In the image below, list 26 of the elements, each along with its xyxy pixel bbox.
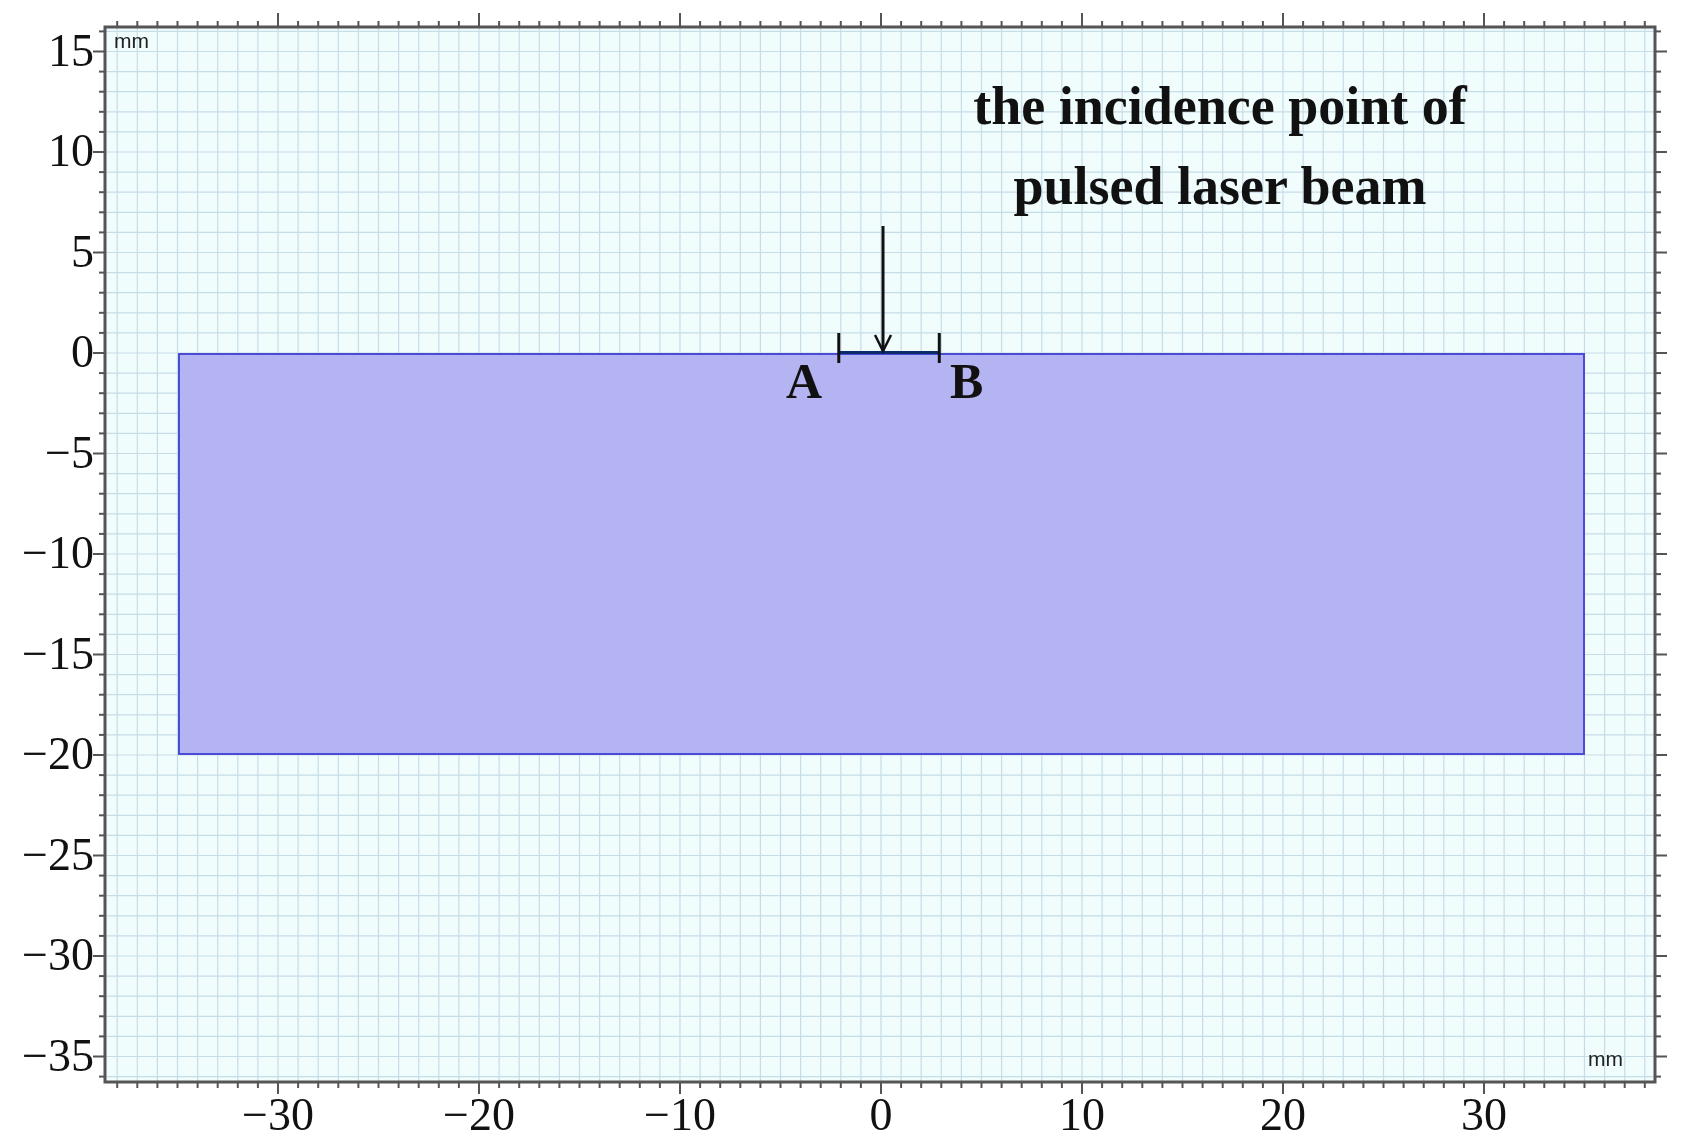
axis-tick-label: 0 xyxy=(868,1092,894,1138)
axis-tick-label: 15 xyxy=(47,27,94,74)
axis-tick-label: 20 xyxy=(1259,1092,1307,1138)
point-label: B xyxy=(950,356,984,406)
axis-tick-label: −35 xyxy=(21,1032,94,1079)
annotation-text: the incidence point of pulsed laser beam xyxy=(860,66,1580,226)
axis-tick-label: −30 xyxy=(21,932,94,978)
axis-tick-label: −15 xyxy=(21,630,94,677)
axis-tick-label: 30 xyxy=(1460,1092,1508,1138)
axis-tick-label: −10 xyxy=(643,1092,717,1138)
axis-tick-label: −30 xyxy=(241,1092,315,1138)
axis-tick-label: 0 xyxy=(70,329,94,375)
axis-tick-label: 10 xyxy=(1058,1092,1106,1138)
axis-tick-label: 10 xyxy=(47,128,94,174)
axis-tick-label: 5 xyxy=(70,228,94,275)
axis-tick-label: −25 xyxy=(21,831,94,878)
arrow xyxy=(873,226,893,353)
domain-rectangle xyxy=(177,353,1585,755)
axis-tick-label: −20 xyxy=(21,731,94,777)
point-label: A xyxy=(786,356,823,406)
unit-label: mm xyxy=(114,30,149,51)
boundary-segment xyxy=(838,351,940,354)
axis-tick-label: −20 xyxy=(442,1092,516,1138)
axis-tick-label: −5 xyxy=(44,429,94,476)
unit-label: mm xyxy=(1588,1048,1623,1069)
axis-tick-label: −10 xyxy=(21,530,94,576)
